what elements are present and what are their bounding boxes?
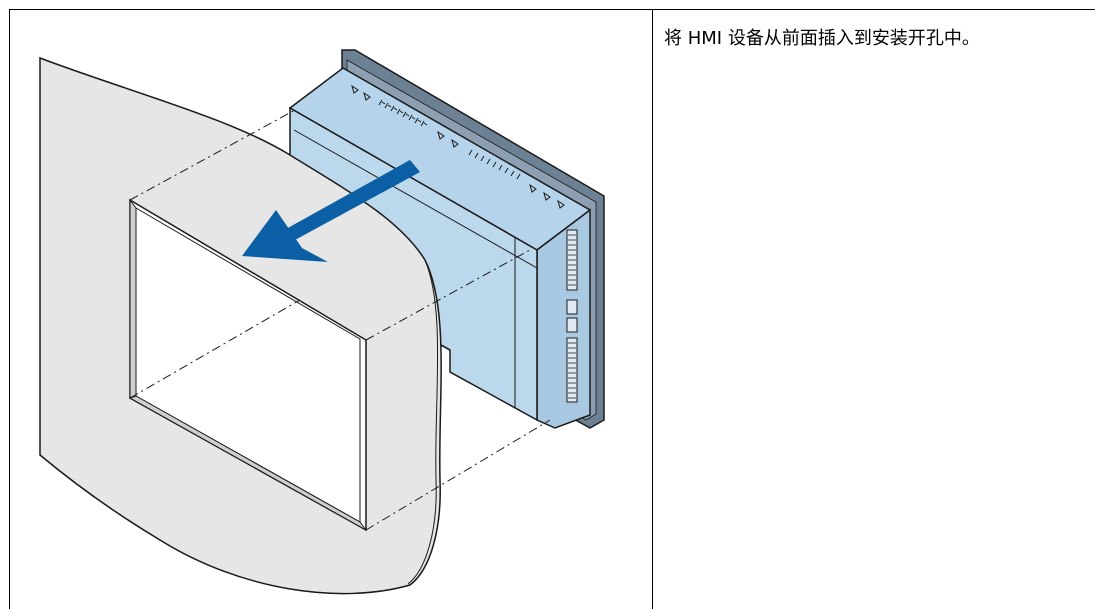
device-vents — [351, 84, 565, 209]
mounting-panel — [39, 56, 442, 595]
installation-figure — [10, 10, 652, 609]
table-column-divider — [652, 9, 653, 609]
device-connector-pins — [568, 234, 576, 399]
installation-illustration — [39, 49, 605, 595]
instruction-table — [9, 9, 1095, 609]
projection-lines — [129, 109, 551, 531]
insertion-arrow-icon — [242, 160, 420, 262]
instruction-text: 将 HMI 设备从前面插入到安装开孔中。 — [664, 28, 980, 49]
